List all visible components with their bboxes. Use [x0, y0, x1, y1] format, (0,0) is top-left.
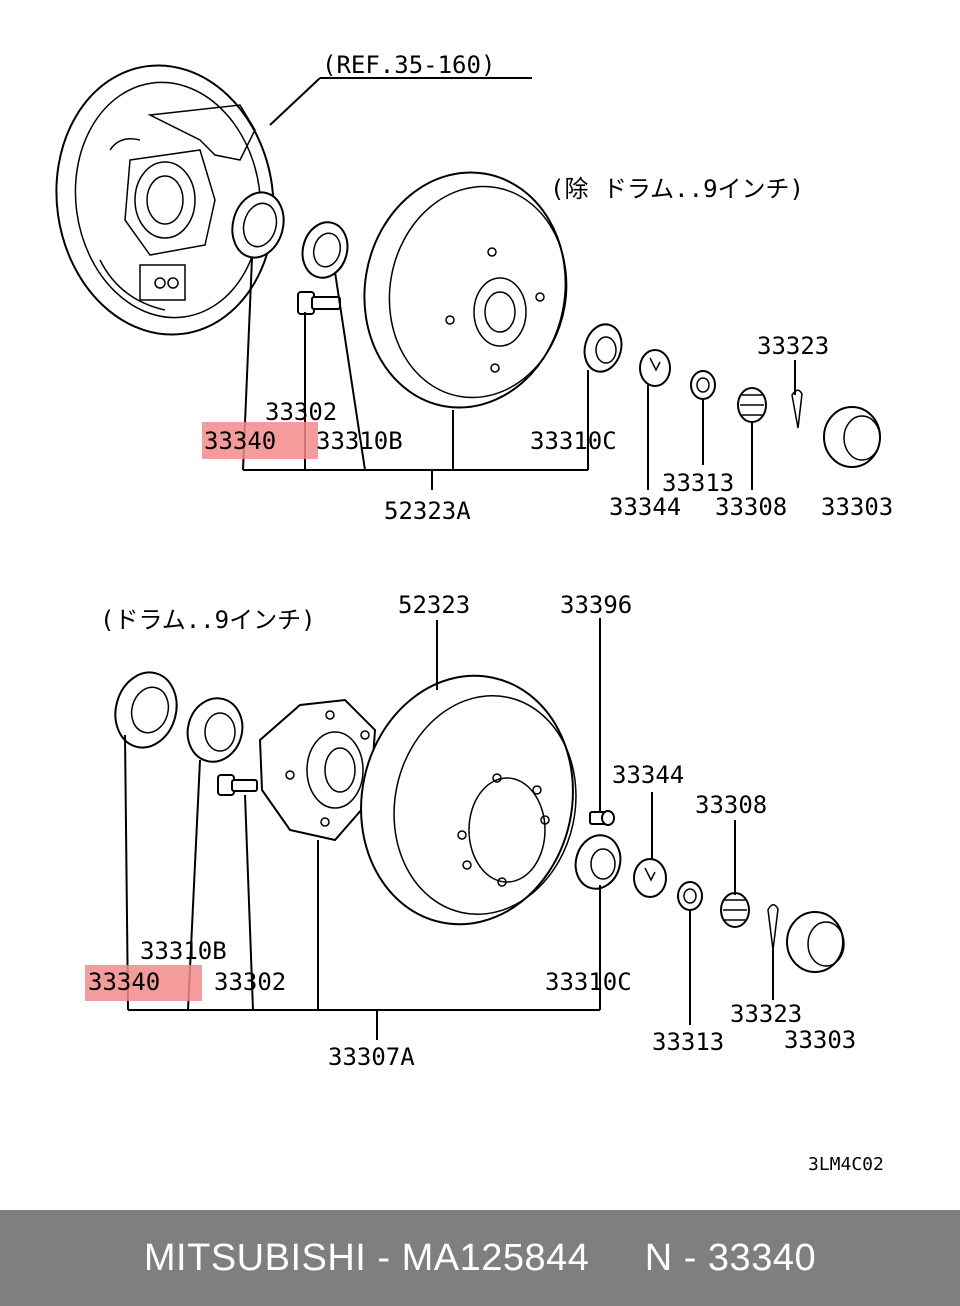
- cotter-pin-33323-top: [791, 389, 803, 429]
- brake-drum-52323a: [363, 171, 568, 409]
- cotter-pin-33323-bottom: [767, 904, 779, 951]
- bolt-33396: [589, 810, 615, 826]
- label-33313-top: 33313: [662, 469, 734, 497]
- label-33303-top: 33303: [821, 493, 893, 521]
- label-33310b-top: 33310B: [316, 427, 403, 455]
- footer-bar: MITSUBISHI - MA125844 N - 33340: [0, 1210, 960, 1306]
- parts-diagram: (REF.35-160): [55, 51, 893, 1175]
- label-33303-bottom: 33303: [784, 1026, 856, 1054]
- nut-33313-top: [690, 370, 716, 400]
- hub-cap-33303-bottom: [786, 911, 845, 973]
- note-bottom: (ドラム..9インチ): [100, 606, 316, 634]
- label-33396: 33396: [560, 591, 632, 619]
- label-33308-bottom: 33308: [695, 791, 767, 819]
- label-33310c-bottom: 33310C: [545, 968, 632, 996]
- label-33307a: 33307A: [328, 1043, 415, 1071]
- footer-part-text: MITSUBISHI - MA125844 N - 33340: [143, 1236, 817, 1279]
- bearing-33310c-top: [583, 323, 623, 373]
- label-33340-top: 33340: [204, 427, 276, 455]
- label-33344-top: 33344: [609, 493, 681, 521]
- washer-33344-bottom: [633, 858, 667, 898]
- highlight-33340-bottom: [85, 965, 202, 1001]
- highlight-33340-top: [202, 422, 318, 459]
- diagram-code: 3LM4C02: [808, 1154, 884, 1175]
- ref-label: (REF.35-160): [322, 51, 495, 79]
- label-33313-bottom: 33313: [652, 1028, 724, 1056]
- label-33302-bottom: 33302: [214, 968, 286, 996]
- bearing-33310c-bottom: [574, 834, 622, 890]
- note-top: (除 ドラム..9インチ): [550, 175, 804, 203]
- label-33344-bottom: 33344: [612, 761, 684, 789]
- lock-cap-33308-bottom: [720, 892, 750, 928]
- bearing-33310b-top: [301, 221, 349, 279]
- label-33340-bottom: 33340: [88, 968, 160, 996]
- label-52323a: 52323A: [384, 497, 471, 525]
- label-52323: 52323: [398, 591, 470, 619]
- brake-backing-plate: [55, 64, 275, 336]
- label-33302-top: 33302: [265, 398, 337, 426]
- label-33310c-top: 33310C: [530, 427, 617, 455]
- label-33323-top: 33323: [757, 332, 829, 360]
- washer-33344-top: [639, 349, 671, 387]
- label-33323-bottom: 33323: [730, 1000, 802, 1028]
- hub-cap-33303-top: [823, 406, 881, 468]
- oil-seal-33340-top: [231, 191, 285, 259]
- bottom-leader-lines: [124, 618, 774, 1040]
- nut-33313-bottom: [677, 881, 703, 911]
- bearing-33310b-bottom: [186, 697, 244, 763]
- brake-drum-52323: [360, 674, 577, 926]
- wheel-hub: [258, 698, 377, 842]
- hub-bolt-33302-bottom: [217, 774, 258, 796]
- lock-cap-33308-top: [737, 387, 767, 423]
- hub-bolt-33302-top: [297, 291, 341, 315]
- label-33308-top: 33308: [715, 493, 787, 521]
- oil-seal-33340-bottom: [114, 671, 178, 749]
- label-33310b-bottom: 33310B: [140, 937, 227, 965]
- ref-leader: [269, 77, 321, 126]
